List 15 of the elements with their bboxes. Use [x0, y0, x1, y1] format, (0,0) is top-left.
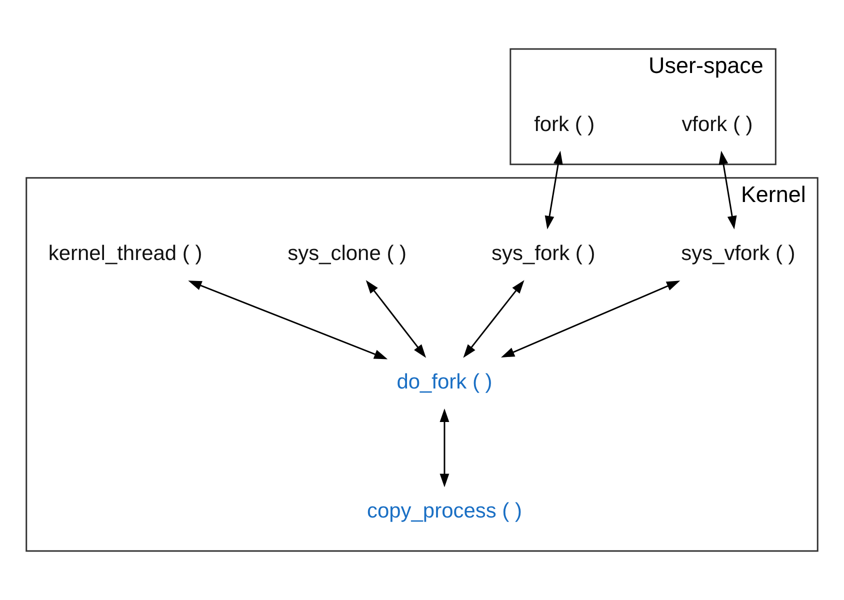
arrow — [544, 150, 563, 230]
node-text: sys_vfork ( ) — [681, 242, 796, 265]
node-text: do_fork ( ) — [396, 370, 492, 394]
arrow — [366, 280, 426, 358]
node-text: fork ( ) — [534, 112, 595, 136]
arrow — [188, 280, 388, 360]
node-text: vfork ( ) — [682, 112, 753, 136]
arrow — [440, 408, 450, 488]
arrow — [500, 280, 680, 358]
node-text: sys_clone ( ) — [288, 242, 407, 265]
node-text: copy_process ( ) — [366, 500, 522, 523]
node-text: kernel_thread ( ) — [48, 242, 202, 265]
arrow — [463, 280, 524, 358]
arrow — [718, 150, 737, 230]
node-text: sys_fork ( ) — [492, 242, 596, 265]
